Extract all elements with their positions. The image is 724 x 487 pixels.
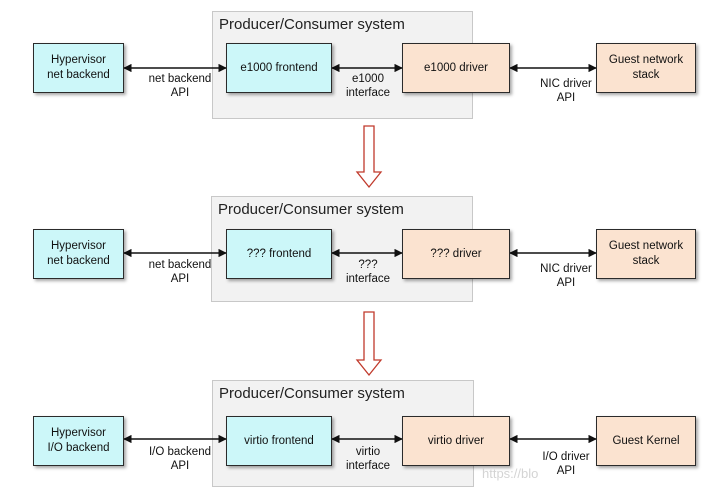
driver-box: ??? driver <box>402 229 510 279</box>
box-label: Hypervisor net backend <box>47 240 110 267</box>
box-label: virtio driver <box>427 434 485 447</box>
hypervisor-backend-box: Hypervisor I/O backend <box>33 416 124 466</box>
hypervisor-backend-box: Hypervisor net backend <box>33 229 124 279</box>
box-label: Guest network stack <box>608 240 684 267</box>
api-label-right: I/O driver API <box>542 451 590 477</box>
interface-label: ??? interface <box>345 259 391 285</box>
panel-title: Producer/Consumer system <box>219 385 405 402</box>
down-arrow <box>355 125 383 189</box>
guest-box: Guest network stack <box>596 43 696 93</box>
box-label: virtio frontend <box>244 434 314 447</box>
driver-box: e1000 driver <box>402 43 510 93</box>
panel-title: Producer/Consumer system <box>218 201 404 218</box>
interface-label: virtio interface <box>345 446 391 472</box>
frontend-box: ??? frontend <box>226 229 332 279</box>
guest-box: Guest Kernel <box>596 416 696 466</box>
box-label: Guest network stack <box>608 54 684 81</box>
box-label: ??? frontend <box>246 247 312 260</box>
guest-box: Guest network stack <box>596 229 696 279</box>
api-label-left: I/O backend API <box>148 446 211 472</box>
box-label: e1000 frontend <box>240 61 318 74</box>
api-label-left: net backend API <box>148 259 212 285</box>
hypervisor-backend-box: Hypervisor net backend <box>33 43 124 93</box>
api-label-right: NIC driver API <box>540 263 592 289</box>
driver-box: virtio driver <box>402 416 510 466</box>
box-label: Hypervisor net backend <box>47 54 110 81</box>
api-label-left: net backend API <box>148 73 212 99</box>
frontend-box: e1000 frontend <box>226 43 332 93</box>
panel-title: Producer/Consumer system <box>219 16 405 33</box>
interface-label: e1000 interface <box>345 73 391 99</box>
box-label: e1000 driver <box>424 61 488 74</box>
down-arrow <box>355 311 383 377</box>
watermark: https://blo <box>482 466 539 481</box>
api-label-right: NIC driver API <box>540 78 592 104</box>
box-label: ??? driver <box>430 247 482 260</box>
frontend-box: virtio frontend <box>226 416 332 466</box>
box-label: Guest Kernel <box>612 434 680 447</box>
box-label: Hypervisor I/O backend <box>47 427 110 454</box>
